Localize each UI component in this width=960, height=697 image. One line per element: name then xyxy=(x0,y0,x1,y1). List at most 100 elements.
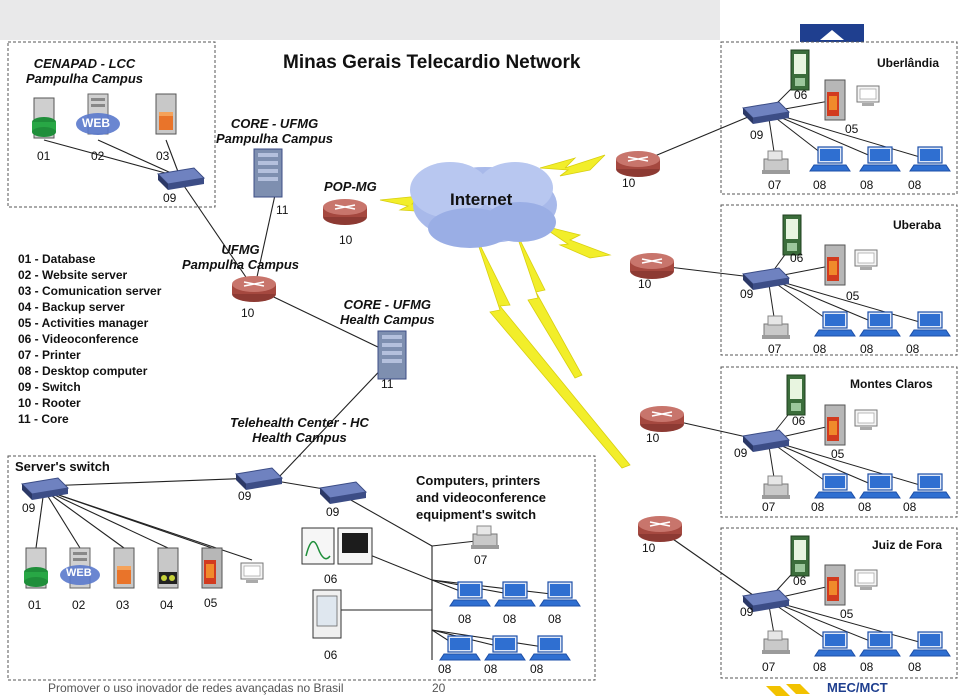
site-city-montes-claros: Montes Claros xyxy=(850,377,933,391)
label-06: 06 xyxy=(793,574,807,588)
label-08: 08 xyxy=(458,612,472,626)
label-06: 06 xyxy=(324,572,338,586)
pop-router-icon xyxy=(322,198,368,226)
page-number: 20 xyxy=(432,681,446,695)
label-05: 05 xyxy=(204,596,218,610)
label-09: 09 xyxy=(238,489,252,503)
internet-label: Internet xyxy=(450,190,513,209)
label-08: 08 xyxy=(548,612,562,626)
cenapad-title-line2: Pampulha Campus xyxy=(26,71,144,86)
label-01: 01 xyxy=(28,598,42,612)
label-06: 06 xyxy=(794,88,808,102)
label-08: 08 xyxy=(813,342,827,356)
legend-item: 09 - Switch xyxy=(18,380,81,394)
label-08: 08 xyxy=(903,500,917,514)
legend-item: 11 - Core xyxy=(18,412,69,426)
equipment-line3: equipment's switch xyxy=(416,507,537,522)
core-pampulha-line2: Pampulha Campus xyxy=(216,131,334,146)
label-09: 09 xyxy=(22,501,36,515)
hc-switch-a-icon xyxy=(235,467,283,491)
hc-web-label: WEB xyxy=(66,567,92,579)
telehealth-title: Telehealth Center - HC Health Campus xyxy=(230,415,369,445)
ufmg-pampulha-title: UFMG Pampulha Campus xyxy=(182,242,299,272)
pop-label: POP-MG xyxy=(324,179,377,194)
label-03: 03 xyxy=(156,149,170,163)
lightning-bolts xyxy=(379,154,631,469)
label-07: 07 xyxy=(474,553,488,567)
label-08: 08 xyxy=(438,662,452,676)
label-06: 06 xyxy=(324,648,338,662)
site-box-uberaba xyxy=(720,204,958,356)
hc-web-cloud-icon xyxy=(60,565,100,585)
hc-computer-icon xyxy=(539,581,581,607)
cenapad-title: CENAPAD - LCC Pampulha Campus xyxy=(26,56,143,86)
label-02: 02 xyxy=(72,598,86,612)
cenapad-switch-icon xyxy=(157,167,205,191)
label-06: 06 xyxy=(792,414,806,428)
site-box-uberlandia xyxy=(720,41,958,195)
label-09: 09 xyxy=(326,505,340,519)
legend-item: 04 - Backup server xyxy=(18,300,125,314)
core-health-line2: Health Campus xyxy=(340,312,435,327)
label-05: 05 xyxy=(846,289,860,303)
label-09: 09 xyxy=(740,605,754,619)
servers-switch-label: Server's switch xyxy=(15,459,110,474)
core-health-title: CORE - UFMG Health Campus xyxy=(340,297,435,327)
hc-database-icon xyxy=(23,547,49,589)
label-10: 10 xyxy=(646,431,660,445)
cenapad-title-line1: CENAPAD - LCC xyxy=(33,56,136,71)
label-02: 02 xyxy=(91,149,105,163)
label-08: 08 xyxy=(813,178,827,192)
label-08: 08 xyxy=(908,660,922,674)
cenapad-box xyxy=(7,41,216,208)
label-03: 03 xyxy=(116,598,130,612)
hc-activities-manager-icon xyxy=(201,547,223,589)
label-09: 09 xyxy=(740,287,754,301)
label-08: 08 xyxy=(860,178,874,192)
label-11: 11 xyxy=(381,377,394,391)
legend-item: 05 - Activities manager xyxy=(18,316,149,330)
label-08: 08 xyxy=(503,612,517,626)
site-router-icon xyxy=(629,252,675,280)
core-pampulha-line1: CORE - UFMG xyxy=(230,116,319,131)
site-router-icon xyxy=(637,515,683,543)
brand-mark-icon xyxy=(766,686,790,696)
site-city-juiz-de-fora: Juiz de Fora xyxy=(872,538,943,552)
legend-item: 08 - Desktop computer xyxy=(18,364,148,378)
label-10: 10 xyxy=(339,233,353,247)
web-cloud-icon xyxy=(76,113,120,135)
database-server-icon xyxy=(31,97,57,139)
label-07: 07 xyxy=(762,660,776,674)
internet-cloud-icon xyxy=(410,162,557,248)
label-05: 05 xyxy=(845,122,859,136)
site-box-juiz-de-fora xyxy=(720,527,958,679)
label-05: 05 xyxy=(831,447,845,461)
label-10: 10 xyxy=(642,541,656,555)
hc-computer-icon xyxy=(529,635,571,661)
core-health-line1: CORE - UFMG xyxy=(343,297,432,312)
equipment-line1: Computers, printers xyxy=(416,473,541,488)
legend-item: 06 - Videoconference xyxy=(18,332,139,346)
site-box-montes-claros xyxy=(720,366,958,518)
label-10: 10 xyxy=(241,306,255,320)
label-07: 07 xyxy=(768,342,782,356)
equipment-line2: and videoconference xyxy=(416,490,547,505)
legend-item: 10 - Rooter xyxy=(18,396,81,410)
hc-monitor-icon xyxy=(240,562,264,584)
legend-item: 03 - Comunication server xyxy=(18,284,162,298)
site-router-icon xyxy=(639,405,685,433)
communication-server-icon xyxy=(155,93,177,135)
label-09: 09 xyxy=(734,446,748,460)
label-01: 01 xyxy=(37,149,51,163)
ufmg-pampulha-line1: UFMG xyxy=(221,242,260,257)
footer-text: Promover o uso inovador de redes avançad… xyxy=(48,681,344,695)
label-04: 04 xyxy=(160,598,174,612)
label-08: 08 xyxy=(811,500,825,514)
servers-switch-icon xyxy=(21,477,69,501)
label-09: 09 xyxy=(163,191,177,205)
connection-lines xyxy=(35,111,761,660)
label-06: 06 xyxy=(790,251,804,265)
label-09: 09 xyxy=(750,128,764,142)
hc-switch-b-icon xyxy=(319,481,367,505)
